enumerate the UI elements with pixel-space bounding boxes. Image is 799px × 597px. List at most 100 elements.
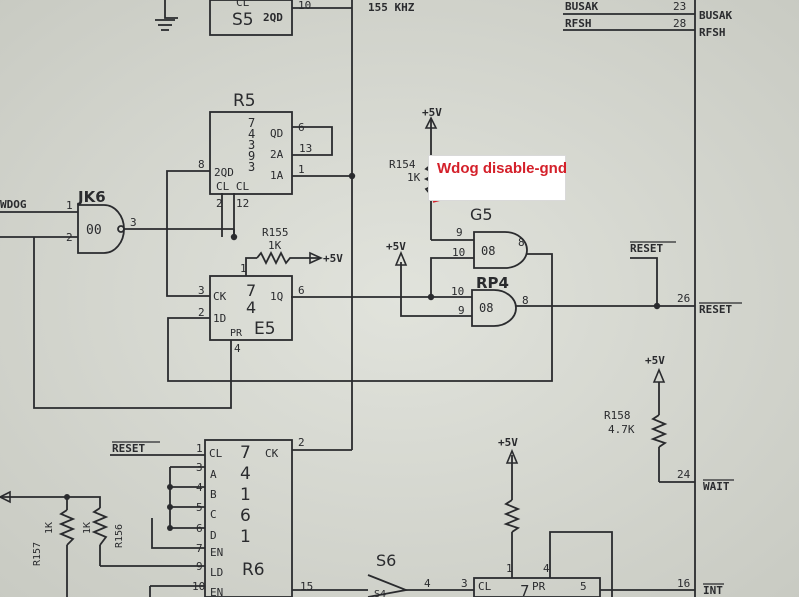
reset-out: RESET [699,303,732,316]
rp4-name: RP4 [476,274,509,292]
bottom-pin-4: 4 [543,562,550,575]
s5-pin-label: 2QD [263,11,283,24]
jk6-type: 00 [86,223,102,238]
r155-supply: +5V [323,252,343,265]
e5-num4: 4 [246,298,256,317]
r6-pin-10: 10 [192,580,205,593]
r6-input-b: B [210,488,217,501]
e5-pr: PR [230,328,243,339]
r5-chip [209,111,293,195]
r156-value: 1K [82,522,93,534]
rp4-pin-8: 8 [522,294,529,307]
r5-pin-13: 13 [299,142,312,155]
r155-value: 1K [268,239,282,252]
busak-left: BUSAK [565,0,598,13]
g5-gate [473,231,528,269]
input-arrow-left [0,490,11,504]
bottom-pin-5: 5 [580,580,587,593]
s6-name: S6 [376,551,396,570]
busak-right: BUSAK [699,9,732,22]
r5-pin-2: 2 [216,197,223,210]
wait-pin: 24 [677,468,691,481]
rp4-gate [471,289,517,327]
r6-pin-3: 3 [196,461,203,474]
g5-type: 08 [481,244,495,258]
r6-pin-5: 5 [196,501,203,514]
r5-2qd: 2QD [214,166,234,179]
r6-pin-2: 2 [298,436,305,449]
r6-pin-6: 6 [196,522,203,535]
wires [0,0,696,597]
r5-pin-8: 8 [198,158,205,171]
g5-pin-10: 10 [452,246,465,259]
bottom-cl: CL [478,580,492,593]
bottom-pin-1: 1 [506,562,513,575]
r6-chip [204,439,293,597]
r6-input-en: EN [210,546,223,559]
chip-bodies [77,0,601,597]
annotation-box: Wdog disable-gnd [428,155,567,201]
annotation-text: Wdog disable-gnd [437,160,567,177]
r5-clcl: CL CL [216,180,249,193]
r6-pin-7: 7 [196,542,203,555]
r5-num-4: 3 [248,160,255,174]
s5-chip [209,0,293,36]
r5-num-3: 9 [248,149,255,163]
e5-pin-2: 2 [198,306,205,319]
r6-input-ld: LD [210,566,223,579]
jk6-pin-3: 3 [130,216,137,229]
e5-pin-6: 6 [298,284,305,297]
bottom-supply: +5V [498,436,518,449]
r6-input-c: C [210,508,217,521]
s5-pin: 10 [298,0,311,12]
r6-pin-4: 4 [196,481,203,494]
r6-num-4: 1 [240,527,251,547]
r6-num-0: 7 [240,443,251,463]
e5-chip [209,275,293,341]
r158-zigzag [650,414,668,448]
r5-pin-6: 6 [298,121,305,134]
bottom-chip [473,577,601,597]
s6-pin-4: 4 [424,577,431,590]
clock-frequency: 155 KHZ [368,1,415,14]
e5-pin-3: 3 [198,284,205,297]
rfsh-pin: 28 [673,17,686,30]
r154-supply: +5V [422,106,442,119]
rp4-type: 08 [479,301,493,315]
e5-pin-1: 1 [240,262,247,275]
r6-num-2: 1 [240,485,251,505]
int-label: INT [703,584,723,597]
jk6-pin-1: 1 [66,199,73,212]
rfsh-right: RFSH [699,26,726,39]
r154-value: 1K [407,171,421,184]
r5-name: R5 [233,91,256,111]
r5-pin-12: 12 [236,197,249,210]
r154-zigzag [423,164,439,196]
r155-zigzag [256,250,292,266]
r6-num-3: 6 [240,506,251,526]
wait-label: WAIT [703,480,730,493]
mid-supply-arrow [394,250,408,266]
rfsh-left: RFSH [565,17,592,30]
e5-pin-4: 4 [234,342,241,355]
r5-num-2: 3 [248,138,255,152]
e5-q: 1Q [270,290,283,303]
g5-pin-8: 8 [518,236,525,249]
wdog-input: WDOG [0,198,27,211]
r5-num-1: 4 [248,127,255,141]
r5-pin-1: 1 [298,163,305,176]
r5-qd: QD [270,127,283,140]
r158-supply: +5V [645,354,665,367]
r6-pin-1: 1 [196,442,203,455]
jk6-pin-2: 2 [66,231,73,244]
rp4-pin-10: 10 [451,285,464,298]
r6-pin-9: 9 [196,560,203,573]
labels: CL S5 2QD 10 155 KHZ BUSAK 23 BUSAK RFSH… [0,0,742,597]
r154-name: R154 [389,158,416,171]
r6-pin-15: 15 [300,580,313,593]
rp4-pin-9: 9 [458,304,465,317]
int-pin: 16 [677,577,690,590]
s6-sub: S4 [374,589,386,597]
